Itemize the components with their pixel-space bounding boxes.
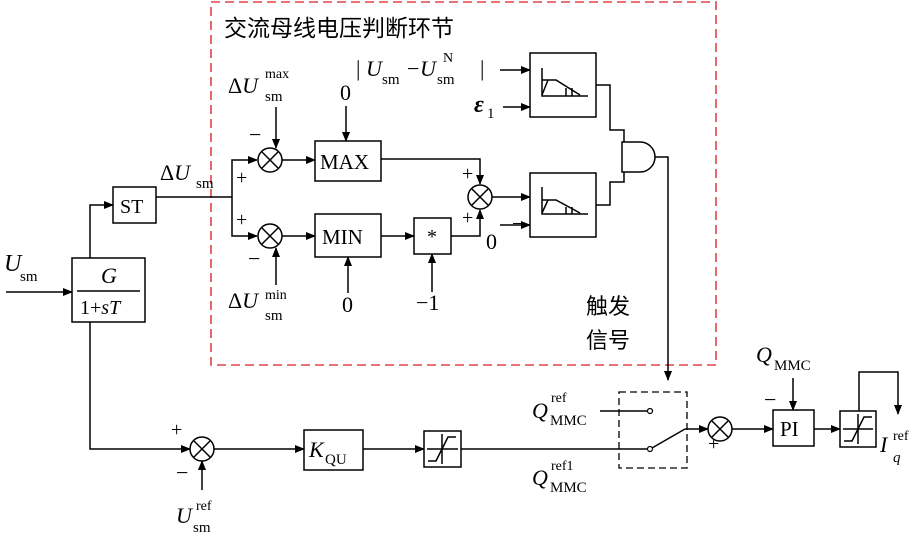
final-plus: +: [708, 433, 719, 455]
upper-comparator-to-gate-wire: [596, 84, 625, 145]
upper-minus: −: [249, 122, 261, 147]
q-ref-sub: MMC: [550, 413, 587, 429]
lower-plus: +: [236, 209, 247, 231]
frame-title: 交流母线电压判断环节: [224, 16, 454, 42]
multiply-label: *: [427, 226, 437, 248]
st-label: ST: [120, 196, 143, 218]
sum-junction-lower: [257, 223, 283, 249]
delta-u-min-sub: sm: [265, 308, 283, 324]
comparator-block-lower: [529, 172, 597, 238]
delta-u-min-sup: min: [265, 288, 287, 303]
switch-arm: [651, 428, 686, 449]
bottom-minus: −: [176, 460, 188, 485]
saturation-icon-bottom: [427, 434, 458, 464]
tf-numerator: G: [101, 263, 117, 288]
sum-junction-upper: [257, 147, 283, 173]
max-to-sum-wire: [381, 158, 484, 185]
delta-u-min-label: ΔU: [228, 288, 260, 313]
q-ref1-sub: MMC: [550, 480, 587, 496]
q-ref-label: Q: [532, 398, 548, 423]
abs-u-sm-sub: sm: [382, 72, 400, 88]
tf-denominator: 1+sT: [80, 297, 122, 319]
trigger-label-line2: 信号: [586, 329, 630, 354]
st-block: [112, 186, 157, 224]
input-u-sm-sub: sm: [20, 269, 38, 285]
delta-u-max-label: ΔU: [228, 73, 260, 98]
switch-contact-top: [646, 407, 654, 415]
final-minus: −: [764, 387, 776, 412]
transfer-function-block: [71, 257, 146, 323]
comparator-zero-label: 0: [486, 229, 497, 254]
epsilon-label: ε: [474, 92, 484, 118]
input-u-sm-label: U: [4, 251, 23, 277]
epsilon-sub: 1: [487, 106, 495, 122]
min-block: [314, 213, 382, 258]
q-mmc-sub: MMC: [774, 358, 811, 374]
kqu-sub: QU: [325, 452, 347, 468]
lower-comparator-to-gate-wire: [596, 168, 625, 206]
trigger-signal-wire: [655, 156, 672, 381]
max-label: MAX: [320, 150, 369, 174]
kqu-label: K: [308, 437, 325, 462]
and-gate: [621, 141, 656, 173]
abs-right-bar: |: [480, 56, 484, 81]
sum-junction-bottom: [189, 436, 215, 462]
mul-to-sum-wire: [451, 209, 484, 237]
output-wire: [858, 371, 902, 415]
delta-u-max-sub: sm: [265, 89, 283, 105]
abs-left-bar: |: [356, 56, 360, 81]
abs-u-n: U: [420, 56, 438, 81]
min-label: MIN: [322, 225, 363, 249]
delta-u-sm-sub: sm: [196, 176, 214, 192]
u-ref-sup: ref: [196, 499, 212, 514]
saturation-icon-output: [843, 414, 873, 444]
middle-plus-bottom: +: [462, 207, 473, 229]
lower-minus: −: [248, 246, 260, 271]
u-ref-label: U: [176, 503, 194, 528]
voltage-judgement-frame: [210, 1, 717, 366]
delta-u-sm-label: ΔU: [160, 160, 192, 185]
neg-one-label: −1: [416, 290, 439, 315]
hysteresis-icon-upper: [541, 68, 588, 97]
tf-down-wire: [89, 322, 191, 453]
comparator-minus-label: −: [512, 213, 523, 235]
abs-u-n-sub: sm: [437, 72, 455, 88]
hysteresis-icon-lower: [541, 187, 588, 215]
min-zero-label: 0: [342, 292, 353, 317]
split-lower-wire: [231, 197, 258, 240]
q-ref1-label: Q: [532, 465, 548, 490]
iq-ref-sup: ref: [893, 429, 909, 444]
pi-label: PI: [780, 417, 799, 441]
q-mmc-label: Q: [756, 342, 772, 367]
upper-plus: +: [236, 167, 247, 189]
switch-frame: [618, 391, 688, 469]
abs-u-n-sup: N: [443, 51, 453, 66]
delta-u-max-sup: max: [265, 67, 289, 82]
middle-plus-top: +: [462, 163, 473, 185]
switch-contact-bottom: [646, 445, 654, 453]
tf-to-st-wire: [89, 201, 114, 258]
max-zero-label: 0: [340, 80, 351, 105]
trigger-label-line1: 触发: [586, 295, 630, 320]
abs-minus: −: [407, 56, 419, 81]
iq-ref-label: I: [879, 432, 889, 457]
bottom-plus: +: [171, 419, 182, 441]
iq-ref-sub: q: [893, 450, 901, 466]
kqu-block: [303, 429, 364, 471]
abs-u-sm: U: [366, 56, 384, 81]
split-upper-wire: [231, 156, 258, 197]
q-ref-sup: ref: [551, 391, 567, 406]
sum-junction-middle: [467, 184, 493, 210]
u-ref-sub: sm: [193, 520, 211, 536]
q-ref1-sup: ref1: [551, 459, 574, 474]
